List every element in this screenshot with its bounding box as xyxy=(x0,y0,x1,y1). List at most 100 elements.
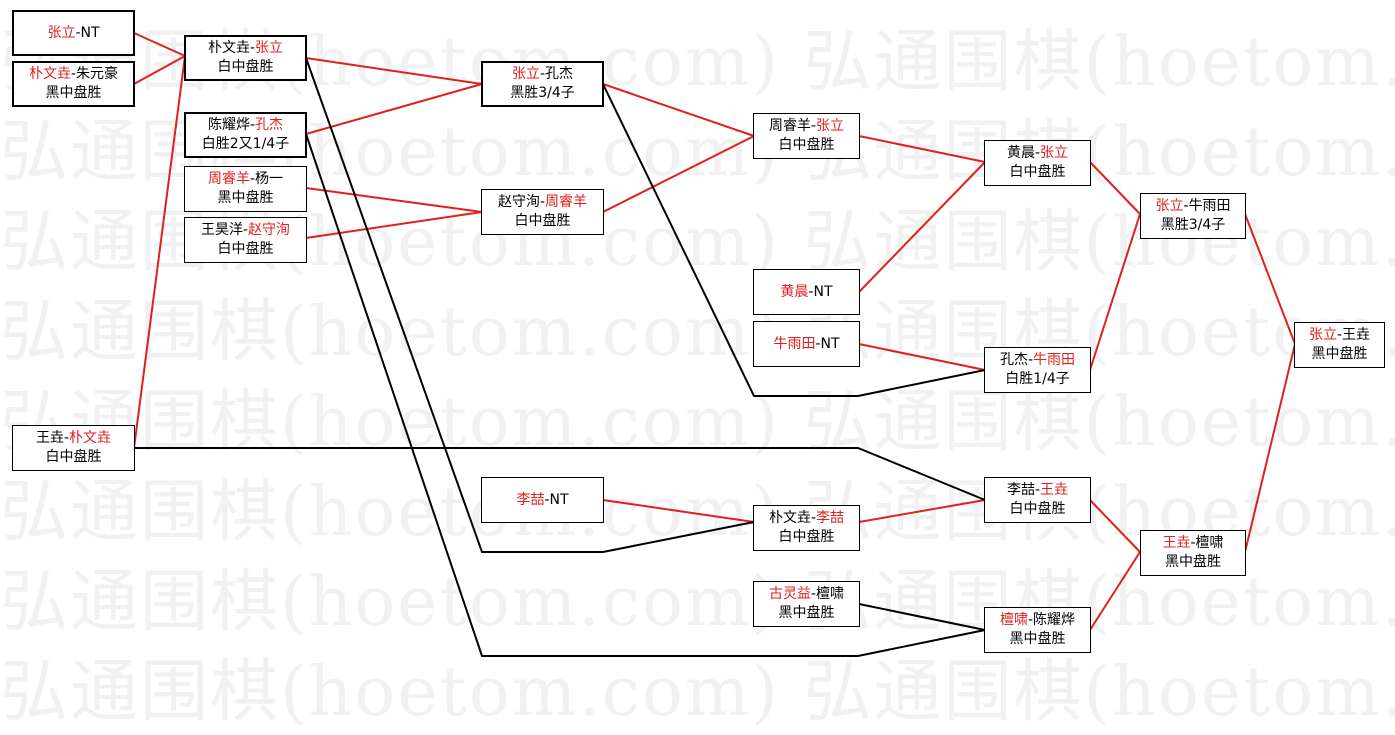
winner-path xyxy=(1089,213,1141,371)
separator: - xyxy=(1027,612,1034,628)
separator: - xyxy=(249,117,256,133)
match-players: 檀啸-陈耀烨 xyxy=(1000,611,1075,630)
winner-path xyxy=(602,135,755,213)
match-result: 黑胜3/4子 xyxy=(510,85,575,101)
match-players: 王垚-檀啸 xyxy=(1162,534,1223,553)
player-name: 孔杰 xyxy=(255,117,284,133)
player-name: 张立 xyxy=(47,24,76,41)
match-result: 黑中盘胜 xyxy=(1009,631,1066,647)
player-name: 张立 xyxy=(255,40,284,56)
loser-path xyxy=(602,83,986,397)
player-name: 孔杰 xyxy=(545,66,574,82)
match-players: 黄晨-NT xyxy=(780,283,832,302)
match-box: 张立-牛雨田 黑胜3/4子 xyxy=(1140,193,1246,239)
player-name: 王昊洋 xyxy=(200,222,243,238)
player-name: 赵守洵 xyxy=(248,222,291,238)
match-result: 黑中盘胜 xyxy=(45,85,102,101)
winner-path xyxy=(602,499,755,523)
match-box: 檀啸-陈耀烨 黑中盘胜 xyxy=(984,607,1091,653)
separator: - xyxy=(249,40,256,56)
match-players: 周睿羊-张立 xyxy=(769,117,844,136)
player-name: 牛雨田 xyxy=(1188,198,1231,214)
match-box: 朴文垚-张立 白中盘胜 xyxy=(184,35,307,81)
player-name: 李喆 xyxy=(516,491,545,508)
player-name: NT xyxy=(549,491,569,508)
match-result: 白中盘胜 xyxy=(217,59,274,75)
winner-path xyxy=(1089,551,1141,631)
match-players: 王垚-朴文垚 xyxy=(36,429,111,448)
separator: - xyxy=(810,586,817,602)
match-players: 李喆-NT xyxy=(516,491,568,510)
player-name: 朴文垚 xyxy=(207,40,250,56)
player-name: 李喆 xyxy=(1006,482,1035,498)
match-box: 周睿羊-张立 白中盘胜 xyxy=(753,113,860,159)
separator: - xyxy=(539,194,546,210)
match-box: 张立-孔杰 黑胜3/4子 xyxy=(481,61,604,107)
player-name: 周睿羊 xyxy=(545,194,588,210)
player-name: 朴文垚 xyxy=(69,430,112,446)
player-name: 孔杰 xyxy=(999,352,1028,368)
match-players: 王昊洋-赵守洵 xyxy=(201,221,290,240)
match-players: 李喆-王垚 xyxy=(1007,481,1068,500)
match-players: 陈耀烨-孔杰 xyxy=(208,116,283,135)
separator: - xyxy=(1183,198,1189,214)
player-name: 陈耀烨 xyxy=(207,117,250,133)
match-box: 牛雨田-NT xyxy=(753,321,860,367)
player-name: 陈耀烨 xyxy=(1033,612,1076,628)
player-name: 王垚 xyxy=(35,430,64,446)
player-name: 檀啸 xyxy=(816,586,845,602)
match-result: 白中盘胜 xyxy=(1009,501,1066,517)
player-name: 檀啸 xyxy=(1195,535,1224,551)
match-players: 张立-牛雨田 xyxy=(1155,197,1230,216)
match-box: 黄晨-NT xyxy=(753,269,860,315)
separator: - xyxy=(810,510,817,526)
winner-path xyxy=(858,499,986,523)
separator: - xyxy=(70,66,77,82)
player-name: 古灵益 xyxy=(768,586,811,602)
match-box: 周睿羊-杨一 黑中盘胜 xyxy=(184,166,307,212)
match-box: 孔杰-牛雨田 白胜1/4子 xyxy=(984,347,1091,393)
match-result: 白中盘胜 xyxy=(514,213,571,229)
player-name: NT xyxy=(80,24,100,41)
player-name: 王垚 xyxy=(1162,535,1191,551)
separator: - xyxy=(242,222,249,238)
separator: - xyxy=(539,66,546,82)
watermark-line: 弘通围棋(hoetom.com) 弘通围棋(hoetom.com) 弘通围棋(h… xyxy=(0,563,1395,642)
player-name: 周睿羊 xyxy=(207,171,250,187)
match-result: 白中盘胜 xyxy=(217,241,274,257)
winner-path xyxy=(602,83,755,137)
player-name: NT xyxy=(813,283,833,300)
match-result: 白胜1/4子 xyxy=(1005,371,1070,387)
separator: - xyxy=(1190,535,1196,551)
match-result: 黑中盘胜 xyxy=(1165,554,1221,570)
player-name: 檀啸 xyxy=(999,612,1028,628)
match-result: 白中盘胜 xyxy=(1009,164,1066,180)
player-name: 黄晨 xyxy=(780,283,809,300)
match-box: 王垚-朴文垚 白中盘胜 xyxy=(12,425,135,471)
separator: - xyxy=(1034,482,1041,498)
match-box: 陈耀烨-孔杰 白胜2又1/4子 xyxy=(184,112,307,158)
player-name: 朴文垚 xyxy=(28,66,71,82)
winner-path xyxy=(133,55,186,85)
loser-path xyxy=(858,603,986,631)
separator: - xyxy=(810,118,817,134)
match-players: 张立-孔杰 xyxy=(512,65,573,84)
player-name: 张立 xyxy=(1155,198,1184,214)
match-box: 黄晨-张立 白中盘胜 xyxy=(984,140,1091,186)
match-box: 朴文垚-朱元豪 黑中盘胜 xyxy=(12,61,135,107)
separator: - xyxy=(815,335,821,352)
match-players: 黄晨-张立 xyxy=(1007,144,1068,163)
winner-path xyxy=(305,83,483,135)
match-result: 黑中盘胜 xyxy=(778,605,835,621)
bracket-connectors xyxy=(133,32,1296,657)
match-result: 黑胜3/4子 xyxy=(1160,217,1226,233)
winner-path xyxy=(1244,343,1296,553)
match-box: 张立-王垚 黑中盘胜 xyxy=(1294,322,1385,368)
match-players: 张立-NT xyxy=(47,24,99,43)
match-result: 黑中盘胜 xyxy=(217,190,274,206)
player-name: 张立 xyxy=(816,118,845,134)
separator: - xyxy=(544,491,550,508)
player-name: 牛雨田 xyxy=(1033,352,1076,368)
separator: - xyxy=(63,430,70,446)
player-name: 王垚 xyxy=(1040,482,1069,498)
